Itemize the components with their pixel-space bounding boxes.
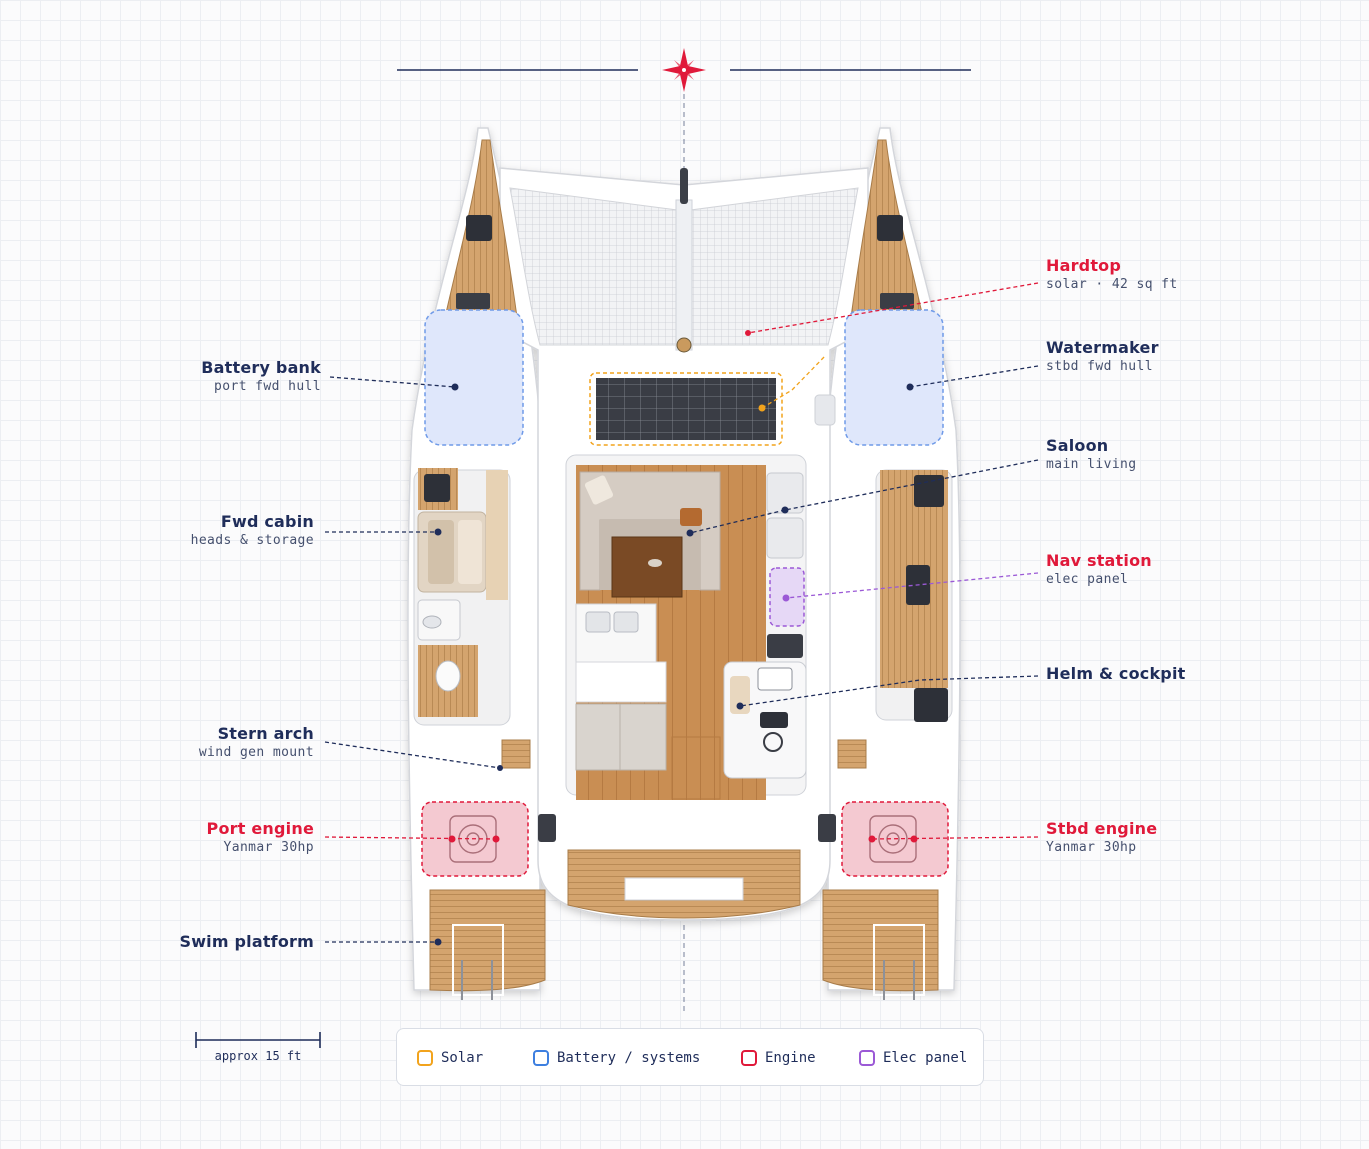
legend-swatch bbox=[533, 1050, 549, 1066]
callout-subtitle: Yanmar 30hp bbox=[1046, 840, 1137, 855]
callout-subtitle: stbd fwd hull bbox=[1046, 359, 1153, 374]
compass-header bbox=[397, 48, 971, 1012]
callout-title: Port engine bbox=[206, 819, 314, 838]
callout-subtitle: heads & storage bbox=[190, 533, 314, 548]
callout-stbd-engine: Stbd engine Yanmar 30hp bbox=[1046, 819, 1157, 857]
legend-swatch bbox=[741, 1050, 757, 1066]
aft-decks bbox=[429, 849, 939, 1000]
scale-bar bbox=[195, 1032, 321, 1048]
legend-label: Engine bbox=[765, 1050, 816, 1066]
trampoline-nets bbox=[509, 168, 859, 353]
legend-label: Battery / systems bbox=[557, 1050, 701, 1066]
scale-label: approx 15 ft bbox=[214, 1049, 302, 1063]
callout-title: Stern arch bbox=[217, 724, 314, 743]
callout-subtitle: port fwd hull bbox=[214, 379, 321, 394]
callout-battery-bank: Battery bank port fwd hull bbox=[201, 358, 321, 396]
callout-port-engine: Port engine Yanmar 30hp bbox=[207, 819, 314, 857]
callout-subtitle: solar · 42 sq ft bbox=[1046, 277, 1178, 292]
port-cabin bbox=[413, 468, 511, 726]
leader-hardtop bbox=[747, 282, 1039, 334]
stbd-cabin bbox=[875, 469, 953, 722]
legend-label: Solar bbox=[441, 1050, 484, 1066]
callout-watermaker: Watermaker stbd fwd hull bbox=[1046, 338, 1159, 376]
leader-saloon-2 bbox=[689, 509, 786, 534]
callout-title: Nav station bbox=[1046, 551, 1152, 570]
callout-title: Saloon bbox=[1046, 436, 1109, 455]
legend-swatch bbox=[859, 1050, 875, 1066]
legend: Solar Battery / systems Engine Elec pane… bbox=[396, 1028, 984, 1086]
callout-fwd-cabin: Fwd cabin heads & storage bbox=[191, 512, 314, 550]
legend-label: Elec panel bbox=[883, 1050, 968, 1066]
leader-helm bbox=[739, 675, 1039, 707]
callout-dots bbox=[434, 330, 918, 946]
fwd-lockers bbox=[424, 309, 944, 446]
leader-stern-arch bbox=[324, 741, 501, 769]
legend-item-solar: Solar bbox=[417, 1048, 483, 1068]
legend-item-engine: Engine bbox=[741, 1048, 816, 1068]
callout-nav-station: Nav station elec panel bbox=[1046, 551, 1152, 589]
solar-panel bbox=[589, 372, 783, 446]
compass-rose-icon bbox=[662, 48, 706, 92]
callout-subtitle: main living bbox=[1046, 457, 1137, 472]
leader-watermaker bbox=[909, 365, 1039, 388]
callout-swim-platform: Swim platform bbox=[179, 932, 314, 951]
callout-title: Battery bank bbox=[201, 358, 321, 377]
callout-title: Watermaker bbox=[1046, 338, 1159, 357]
callout-subtitle: wind gen mount bbox=[198, 745, 314, 760]
callout-title: Stbd engine bbox=[1046, 819, 1158, 838]
leader-port-engine bbox=[324, 836, 497, 840]
callout-stern-arch: Stern arch wind gen mount bbox=[199, 724, 314, 762]
callout-helm-cockpit: Helm & cockpit bbox=[1046, 664, 1185, 683]
callout-subtitle: Yanmar 30hp bbox=[223, 840, 314, 855]
callout-title: Helm & cockpit bbox=[1046, 664, 1186, 683]
callout-title: Hardtop bbox=[1046, 256, 1122, 275]
legend-swatch bbox=[417, 1050, 433, 1066]
leader-nav-station bbox=[785, 572, 1039, 599]
callout-title: Swim platform bbox=[179, 932, 314, 951]
saloon-interior bbox=[565, 454, 807, 800]
leader-saloon bbox=[784, 459, 1039, 511]
callout-saloon: Saloon main living bbox=[1046, 436, 1137, 474]
callout-hardtop: Hardtop solar · 42 sq ft bbox=[1046, 256, 1178, 294]
callout-subtitle: elec panel bbox=[1046, 572, 1129, 587]
leader-lines bbox=[324, 282, 1039, 943]
callout-title: Fwd cabin bbox=[220, 512, 314, 531]
legend-item-battery-systems: Battery / systems bbox=[533, 1048, 700, 1068]
legend-item-elec-panel: Elec panel bbox=[859, 1048, 967, 1068]
